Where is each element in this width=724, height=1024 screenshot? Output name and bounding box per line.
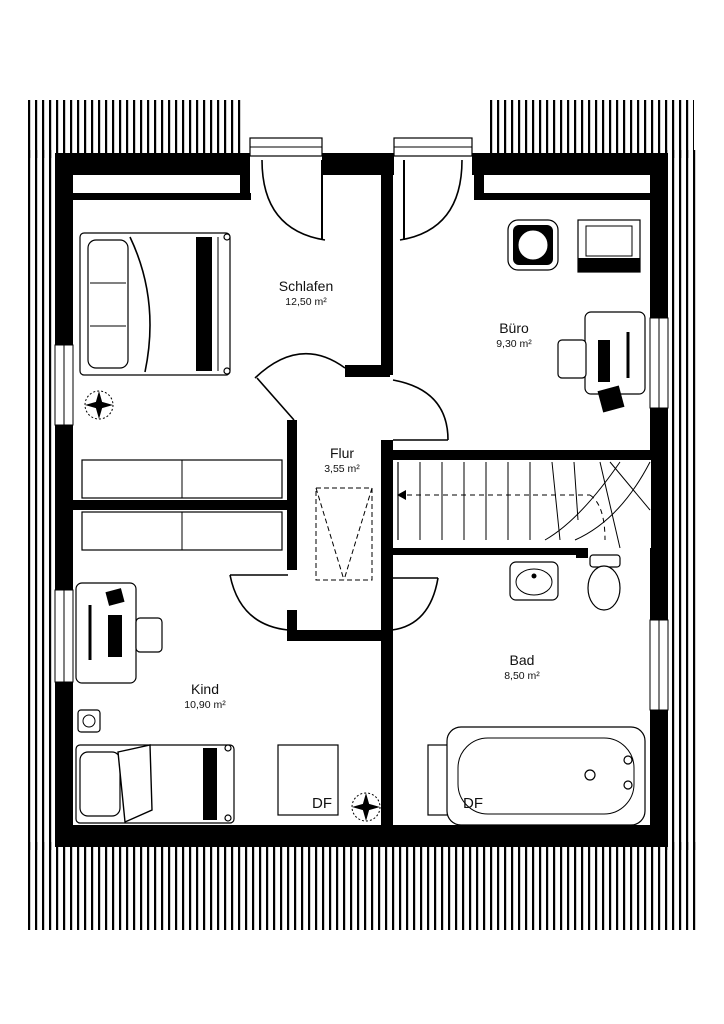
- room-area-buero: 9,30 m²: [496, 338, 532, 350]
- plant-icon: [84, 390, 114, 420]
- office-furniture: [507, 219, 646, 413]
- roof-bottom: [28, 842, 696, 930]
- skylight-label-kind: DF: [312, 795, 332, 812]
- skylight-kind: [277, 744, 339, 816]
- interior-walls: [70, 160, 653, 830]
- room-name-kind: Kind: [191, 681, 219, 697]
- skylight-label-bad: DF: [463, 795, 483, 812]
- kid-desk: [75, 582, 163, 684]
- room-area-bad: 8,50 m²: [504, 670, 540, 682]
- roof-top-right: [488, 100, 694, 158]
- plant-icon: [351, 792, 381, 822]
- wardrobe: [81, 459, 283, 551]
- bathroom-fixtures: [446, 554, 646, 826]
- windows: [54, 317, 669, 711]
- room-area-flur: 3,55 m²: [324, 463, 360, 475]
- room-area-kind: 10,90 m²: [184, 699, 226, 711]
- door-swings: [229, 352, 449, 631]
- roof-top-left: [28, 100, 242, 158]
- room-name-buero: Büro: [499, 320, 529, 336]
- single-bed: [75, 709, 235, 824]
- room-name-bad: Bad: [510, 652, 535, 668]
- roof-hatching: [28, 100, 696, 930]
- balcony-doors: [249, 137, 473, 241]
- roof-right-slope: [666, 150, 696, 850]
- room-area-schlafen: 12,50 m²: [285, 296, 327, 308]
- stairs: [393, 460, 651, 549]
- room-name-flur: Flur: [330, 445, 354, 461]
- room-name-schlafen: Schlafen: [279, 278, 333, 294]
- roof-left-slope: [28, 150, 58, 850]
- ceiling-hatch: [315, 487, 373, 581]
- double-bed: [79, 232, 231, 376]
